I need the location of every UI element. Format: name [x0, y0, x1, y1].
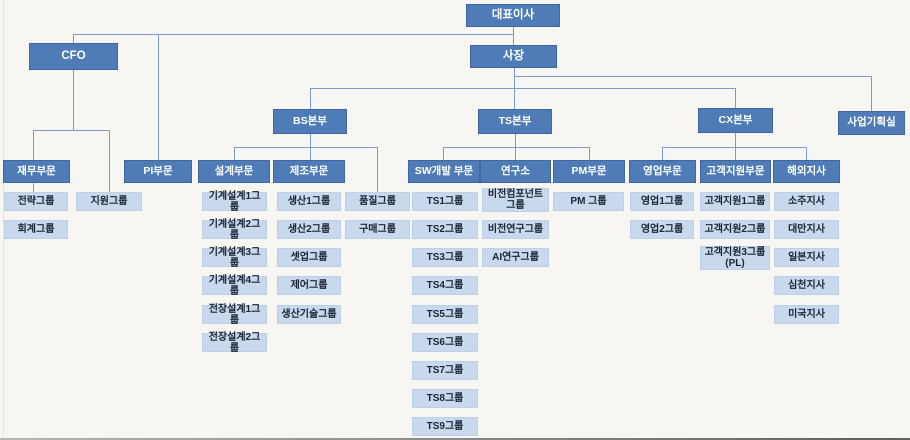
connector-line: [73, 70, 75, 131]
group-box-finance-1: 회계그룹: [4, 220, 68, 239]
connector-line: [33, 130, 110, 132]
group-box-design-2: 기계설계3그룹: [202, 247, 267, 269]
connector-line: [735, 88, 737, 108]
connector-line: [234, 147, 378, 149]
group-box-customer-support-1: 고객지원2그룹: [700, 220, 770, 239]
group-box-design-4: 전장설계1그룹: [202, 304, 267, 326]
node-bs-division: BS본부: [273, 109, 347, 134]
group-box-overseas-0: 소주지사: [774, 192, 839, 211]
connector-line: [158, 34, 160, 160]
group-box-manufacturing-0: 생산1그룹: [277, 192, 341, 211]
node-planning-office: 사업기획실: [838, 111, 905, 135]
division-header-research: 연구소: [480, 160, 551, 183]
slide-bottom-edge: [0, 437, 910, 440]
group-box-overseas-3: 심천지사: [774, 276, 839, 295]
division-header-design: 설계부문: [198, 160, 270, 183]
division-header-overseas: 해외지사: [773, 160, 840, 183]
node-cfo: CFO: [29, 43, 118, 70]
group-box-sales-1: 영업2그룹: [630, 220, 694, 239]
connector-line: [109, 130, 111, 192]
node-cx-division: CX본부: [698, 108, 773, 133]
group-box-pm-0: PM 그룹: [553, 192, 624, 211]
group-box-customer-support-2: 고객지원3그룹 (PL): [700, 246, 770, 270]
group-box-overseas-4: 미국지사: [774, 305, 839, 324]
connector-line: [871, 76, 873, 111]
division-header-pi: PI부문: [124, 160, 192, 183]
group-box-research-1: 비전연구그룹: [482, 220, 549, 239]
group-box-sw-dev-3: TS4그룹: [412, 276, 478, 295]
division-header-pm: PM부문: [553, 160, 625, 183]
group-box-sw-dev-7: TS8그룹: [412, 389, 478, 408]
group-box-design-1: 기계설계2그룹: [202, 219, 267, 241]
group-box-design-5: 전장설계2그룹: [202, 332, 267, 354]
group-box-support-0: 지원그룹: [76, 192, 142, 211]
group-box-quality-0: 품질그룹: [345, 192, 410, 211]
group-box-overseas-1: 대만지사: [774, 220, 839, 239]
group-box-quality-1: 구매그룹: [345, 220, 410, 239]
connector-line: [662, 147, 664, 160]
connector-line: [513, 26, 515, 45]
group-box-customer-support-0: 고객지원1그룹: [700, 192, 770, 211]
connector-line: [310, 88, 312, 109]
connector-line: [662, 147, 807, 149]
group-box-sw-dev-2: TS3그룹: [412, 248, 478, 267]
connector-line: [589, 147, 591, 160]
group-box-manufacturing-2: 셋업그룹: [277, 248, 341, 267]
group-box-research-0: 비전컴포넌트그룹: [482, 188, 549, 212]
connector-line: [735, 133, 737, 160]
group-box-finance-0: 전략그룹: [4, 192, 68, 211]
group-box-sales-0: 영업1그룹: [630, 192, 694, 211]
division-header-sales: 영업부문: [629, 160, 696, 183]
division-header-manufacturing: 제조부문: [273, 160, 345, 183]
group-box-manufacturing-4: 생산기술그룹: [277, 305, 341, 324]
connector-line: [73, 34, 514, 36]
group-box-sw-dev-0: TS1그룹: [412, 192, 478, 211]
group-box-sw-dev-1: TS2그룹: [412, 220, 478, 239]
group-box-sw-dev-6: TS7그룹: [412, 361, 478, 380]
division-header-sw-dev: SW개발 부문: [408, 160, 480, 183]
connector-line: [377, 147, 379, 192]
connector-line: [443, 147, 445, 160]
group-box-design-3: 기계설계4그룹: [202, 275, 267, 297]
connector-line: [234, 147, 236, 160]
node-ts-division: TS본부: [478, 109, 552, 134]
group-box-sw-dev-5: TS6그룹: [412, 333, 478, 352]
division-header-finance: 재무부문: [3, 160, 70, 183]
division-header-customer-support: 고객지원부문: [700, 160, 771, 183]
connector-line: [310, 88, 736, 90]
group-box-research-2: AI연구그룹: [482, 248, 549, 267]
connector-line: [806, 147, 808, 160]
node-ceo: 대표이사: [466, 4, 560, 27]
slide-left-edge: [3, 0, 4, 440]
group-box-sw-dev-8: TS9그룹: [412, 417, 478, 436]
group-box-sw-dev-4: TS5그룹: [412, 305, 478, 324]
group-box-manufacturing-3: 제어그룹: [277, 276, 341, 295]
group-box-manufacturing-1: 생산2그룹: [277, 220, 341, 239]
node-president: 사장: [470, 45, 557, 68]
connector-line: [443, 147, 590, 149]
connector-line: [514, 76, 872, 78]
group-box-overseas-2: 일본지사: [774, 248, 839, 267]
group-box-design-0: 기계설계1그룹: [202, 191, 267, 213]
connector-line: [73, 34, 75, 43]
